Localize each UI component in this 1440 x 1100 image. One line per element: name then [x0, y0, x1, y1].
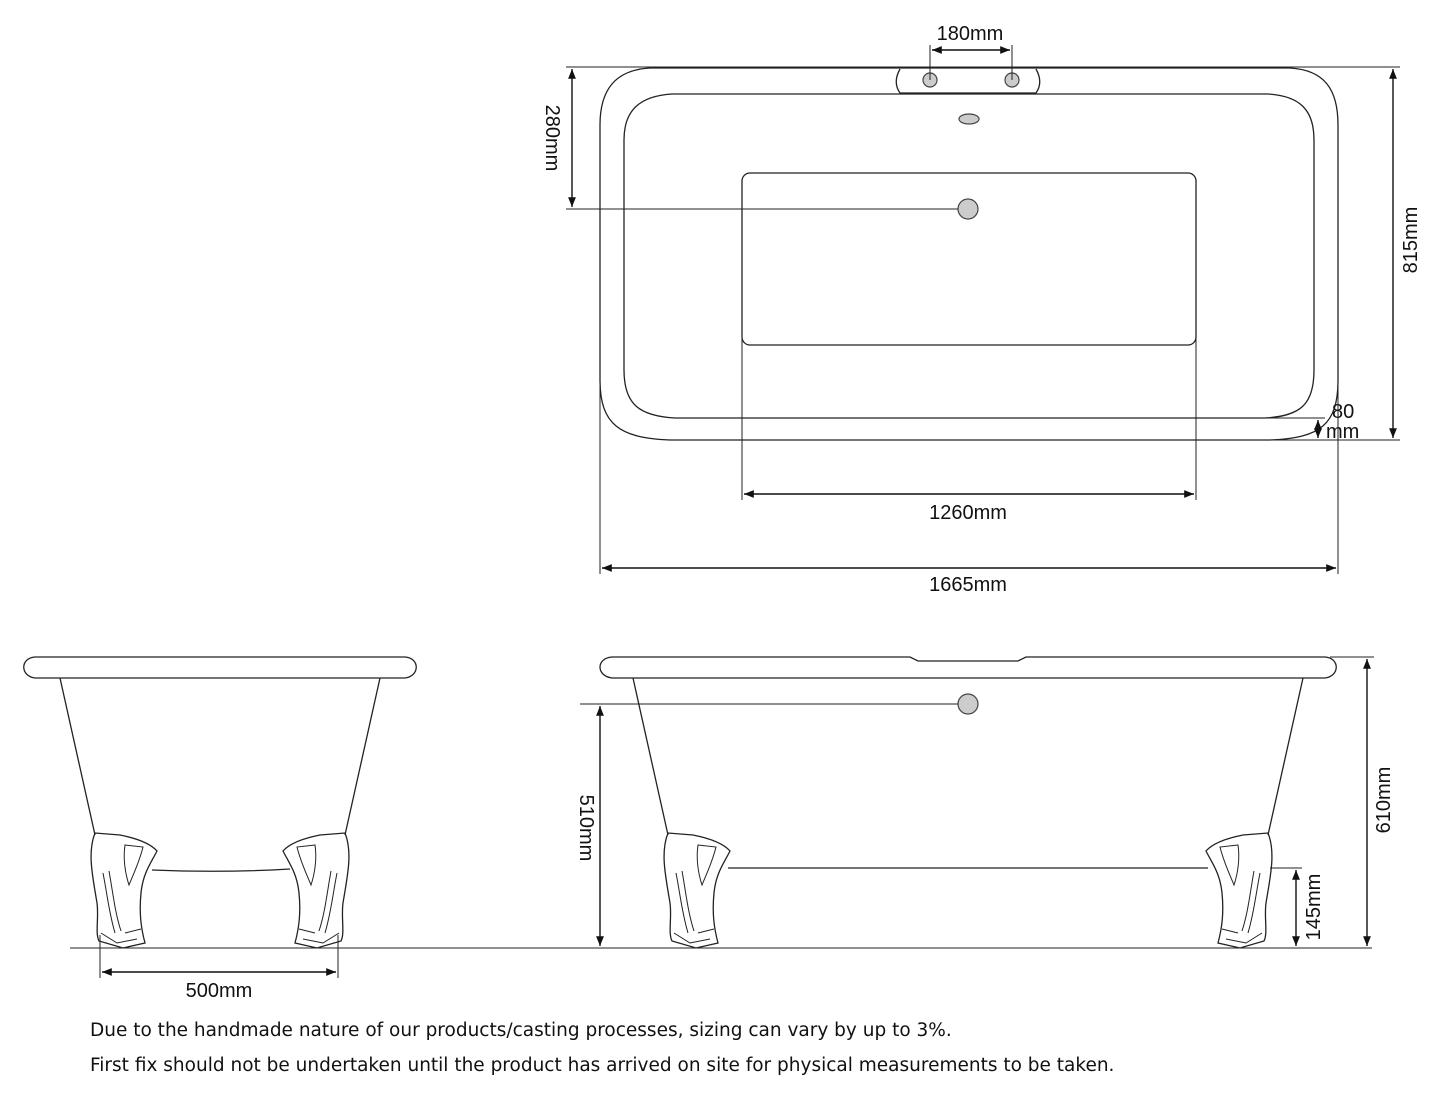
- dim-waste-offset: 280mm: [541, 105, 563, 172]
- plan-view: [599, 67, 1339, 441]
- end-foot-left: [90, 832, 158, 949]
- dim-overall-width: 815mm: [1400, 207, 1422, 274]
- dim-overall-height: 610mm: [1373, 767, 1395, 834]
- dim-foot-height: 145mm: [1303, 874, 1325, 941]
- end-rim: [23, 656, 417, 679]
- note-sizing-variance: Due to the handmade nature of our produc…: [90, 1020, 952, 1041]
- dim-rim-width-value: 80: [1332, 401, 1354, 423]
- dim-tap-spacing: 180mm: [937, 23, 1004, 45]
- side-foot-left: [663, 832, 731, 949]
- waste-drain: [957, 198, 979, 220]
- end-body: [59, 677, 381, 873]
- side-overflow: [957, 693, 979, 715]
- bath-base-outline: [741, 172, 1197, 346]
- inner-rim: [623, 93, 1315, 419]
- side-rim: [599, 656, 1337, 679]
- side-view: 510mm 610mm 145mm: [575, 656, 1395, 949]
- dim-base-length: 1260mm: [929, 502, 1007, 524]
- overflow: [958, 113, 980, 125]
- dim-overflow-height: 510mm: [575, 795, 597, 862]
- dim-rim-width-unit: mm: [1326, 421, 1359, 443]
- tap-plate: [895, 68, 1041, 94]
- note-first-fix: First fix should not be undertaken until…: [90, 1055, 1115, 1076]
- dim-feet-spacing: 500mm: [186, 980, 253, 1002]
- outer-rim: [599, 67, 1339, 441]
- end-view: 500mm: [23, 656, 417, 1002]
- plan-dimensions: 180mm 280mm 815mm 80 mm 1260mm 1665mm: [541, 23, 1422, 596]
- end-foot-right: [282, 832, 350, 949]
- dim-overall-length: 1665mm: [929, 574, 1007, 596]
- side-foot-right: [1205, 832, 1273, 949]
